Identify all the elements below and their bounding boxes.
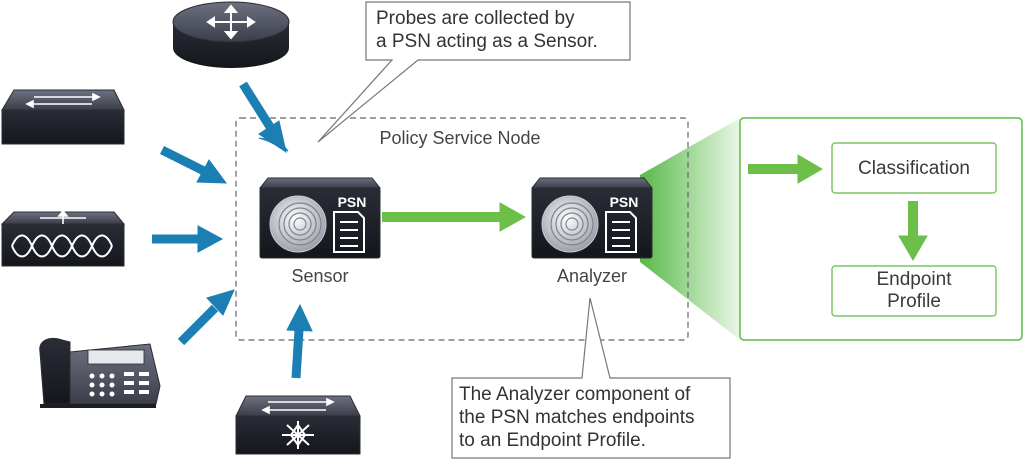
fingerprint-icon bbox=[269, 195, 327, 253]
probe-arrows bbox=[152, 81, 313, 379]
analyzer-label: Analyzer bbox=[556, 266, 628, 286]
analyzer-callout-text: The Analyzer component of the PSN matche… bbox=[459, 384, 695, 451]
ip-phone-icon bbox=[39, 338, 161, 408]
flow-arrows bbox=[382, 154, 928, 261]
sensor-callout-text: Probes are collected by a PSN acting as … bbox=[376, 8, 598, 52]
switch-icon bbox=[1, 89, 125, 145]
sensor-psn-badge: PSN bbox=[338, 194, 367, 210]
access-point-icon bbox=[0, 209, 126, 267]
policy-service-node-title: Policy Service Node bbox=[379, 128, 541, 148]
document-icon bbox=[333, 211, 365, 253]
analyzer-psn-appliance bbox=[530, 177, 654, 259]
sensor-callout-bubble bbox=[317, 1, 631, 143]
analyzer-beam bbox=[640, 118, 740, 340]
policy-service-node-boundary bbox=[235, 117, 689, 341]
multilayer-switch-icon bbox=[235, 395, 361, 455]
classification-label: Classification bbox=[858, 158, 970, 179]
document-icon bbox=[605, 211, 637, 253]
router-icon bbox=[172, 1, 290, 68]
analyzer-callout-bubble bbox=[451, 297, 731, 459]
analyzer-psn-badge: PSN bbox=[610, 194, 639, 210]
classification-box bbox=[831, 142, 997, 194]
endpoint-profile-box bbox=[831, 265, 997, 317]
endpoint-profile-label: Endpoint Profile bbox=[876, 269, 952, 312]
sensor-label: Sensor bbox=[291, 266, 349, 286]
sensor-psn-appliance bbox=[258, 177, 382, 259]
